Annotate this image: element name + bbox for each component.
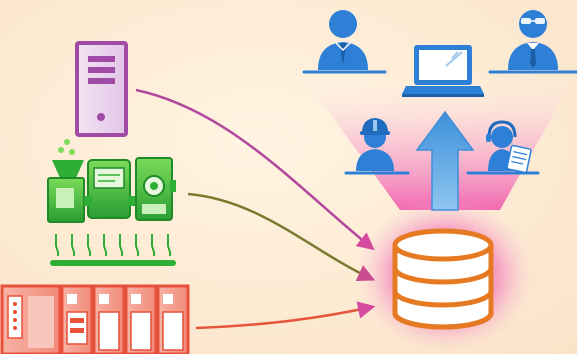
plc-to-database-arrow <box>195 301 376 330</box>
factory-machines-icon <box>47 139 176 266</box>
user-icon <box>318 10 368 70</box>
laptop-icon <box>402 45 484 97</box>
server-to-database-arrow <box>135 88 375 251</box>
support-agent-icon <box>486 120 532 174</box>
user-platforms <box>302 70 577 175</box>
executive-user-icon <box>508 10 558 70</box>
plc-rack-icon <box>0 284 190 354</box>
server-tower-icon <box>75 41 128 137</box>
factory-to-database-arrow <box>187 192 376 281</box>
upload-arrow <box>415 110 475 211</box>
flow-arrows <box>135 88 376 330</box>
hardhat-worker-icon <box>356 118 394 171</box>
database-icon <box>392 228 494 330</box>
